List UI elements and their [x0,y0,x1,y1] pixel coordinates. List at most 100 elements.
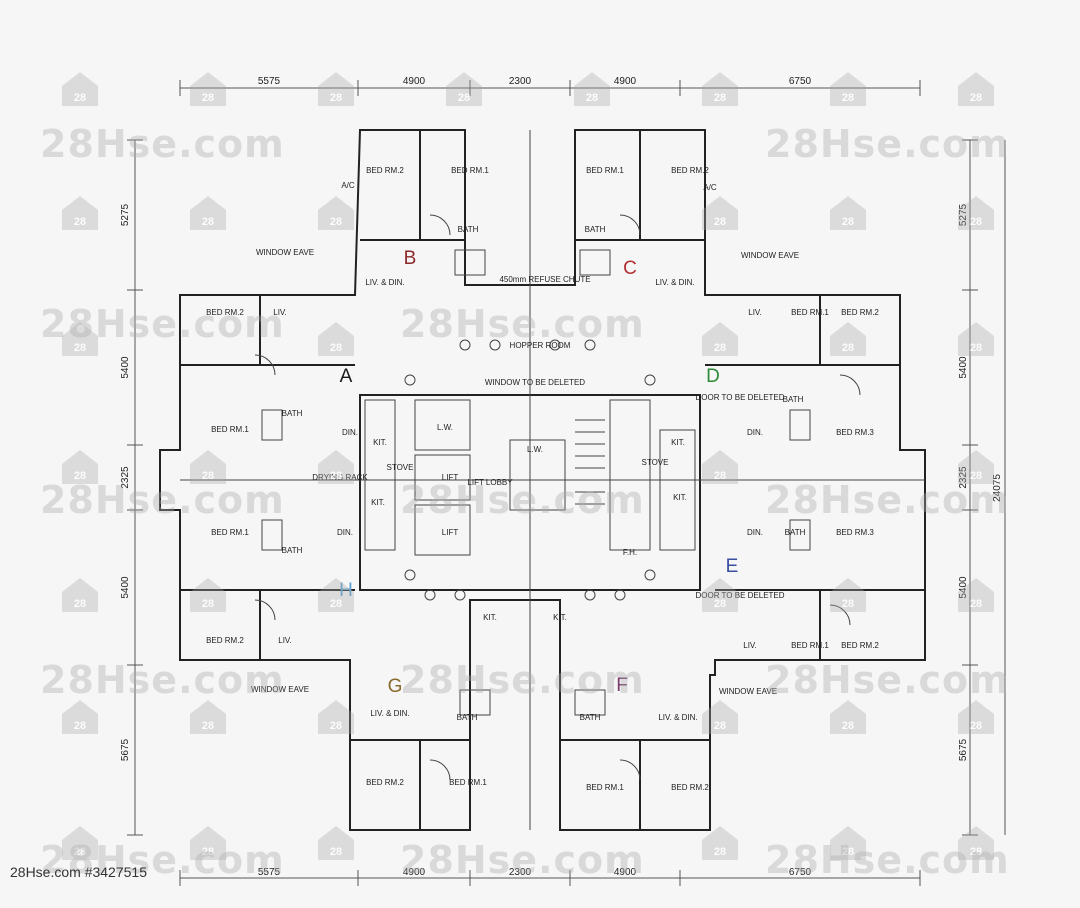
watermark-badge-icon [958,450,994,484]
door-swing [839,374,861,396]
watermark-badge-text: 28 [74,342,86,354]
watermark-badge-icon [702,700,738,734]
watermark-badge-icon [830,72,866,106]
column-marker [644,569,656,581]
watermark-badge-icon [958,196,994,230]
watermark-text: 28Hse.com [765,122,1010,166]
watermark-badge-text: 28 [842,598,854,610]
room-label-bed-rm-1: BED RM.1 [449,778,487,787]
watermark-badge-text: 28 [714,342,726,354]
watermark-text: 28Hse.com [400,658,645,702]
unit-letter-h: H [339,580,353,601]
watermark-badge-text: 28 [74,598,86,610]
room-label-kit: KIT. [483,613,497,622]
watermark-badge-text: 28 [202,470,214,482]
bottom-dimension-value: 2300 [509,867,532,878]
room-label-bed-rm-1: BED RM.1 [211,528,249,537]
column-marker [489,339,501,351]
watermark-badge-text: 28 [202,92,214,104]
room-label-liv-din: LIV. & DIN. [655,278,694,287]
watermark-badge-text: 28 [714,720,726,732]
room-label-bath: BATH [458,225,479,234]
room-label-kit: KIT. [373,438,387,447]
watermark-text: 28Hse.com [40,838,285,882]
top-dimension-value: 4900 [614,76,637,87]
watermark-badge-text: 28 [842,342,854,354]
left-dimension-value: 5400 [120,576,131,599]
core-room [414,504,471,556]
watermark-badge-text: 28 [714,598,726,610]
core-room [414,454,471,501]
watermark-badge-icon [190,826,226,860]
watermark-badge-text: 28 [74,470,86,482]
left-dimension-value: 2325 [120,466,131,489]
room-label-bath: BATH [585,225,606,234]
bath-fixture [574,689,606,716]
watermark-badge-icon [190,700,226,734]
room-label-bed-rm-1: BED RM.1 [586,166,624,175]
room-label-stove: STOVE [642,458,669,467]
room-label-bed-rm-3: BED RM.3 [836,528,874,537]
room-label-liv: LIV. [273,308,287,317]
room-label-stove: STOVE [387,463,414,472]
left-dimension-value: 5400 [120,356,131,379]
bath-fixture [459,689,491,716]
door-swing [254,599,276,621]
room-label-door-deleted: DOOR TO BE DELETED [695,393,784,402]
watermark-badge-icon [190,72,226,106]
watermark-badge-text: 28 [970,216,982,228]
overall-dimension-value: 24075 [992,474,1003,502]
bottom-dimension-value: 6750 [789,867,812,878]
room-label-lift: LIFT [442,528,459,537]
watermark-badge-icon [958,826,994,860]
room-label-lift: LIFT [442,473,459,482]
room-label-bed-rm-1: BED RM.1 [791,641,829,650]
core-room [609,399,651,551]
column-marker [584,339,596,351]
bath-fixture [789,519,811,551]
watermark-badge-icon [318,450,354,484]
watermark-badge-icon [702,450,738,484]
watermark-badge-text: 28 [970,92,982,104]
column-marker [549,339,561,351]
listing-footer: 28Hse.com #3427515 [10,864,147,880]
room-label-bath: BATH [282,546,303,555]
watermark-badge-icon [958,578,994,612]
room-label-lw: L.W. [527,445,543,454]
right-dimension-value: 5400 [958,356,969,379]
room-label-bed-rm-1: BED RM.1 [211,425,249,434]
unit-letter-e: E [726,556,739,577]
watermark-badge-icon [62,72,98,106]
door-swing [254,354,276,376]
watermark-badge-icon [318,196,354,230]
watermark-badge-icon [446,72,482,106]
column-marker [644,374,656,386]
watermark-badge-icon [830,826,866,860]
bath-fixture [454,249,486,276]
watermark-badge-icon [190,450,226,484]
room-label-hopper: HOPPER ROOM [510,341,571,350]
core-room [414,399,471,451]
room-label-bed-rm-2: BED RM.2 [671,166,709,175]
unit-letter-c: C [623,258,637,279]
room-label-window-eave: WINDOW EAVE [741,251,799,260]
room-label-bed-rm-3: BED RM.3 [836,428,874,437]
watermark-badge-icon [830,196,866,230]
room-label-liv-din: LIV. & DIN. [370,709,409,718]
watermark-text: 28Hse.com [400,478,645,522]
left-dimension-value: 5275 [120,203,131,226]
door-swing [429,759,451,781]
room-label-din: DIN. [342,428,358,437]
watermark-text: 28Hse.com [40,122,285,166]
core-room [659,429,696,551]
watermark-badge-text: 28 [74,92,86,104]
door-swing [619,759,641,781]
watermark-badge-icon [318,826,354,860]
watermark-text: 28Hse.com [40,302,285,346]
top-dimension-value: 6750 [789,76,812,87]
watermark-badge-icon [830,700,866,734]
door-swing [429,214,451,236]
watermark-badge-icon [62,826,98,860]
